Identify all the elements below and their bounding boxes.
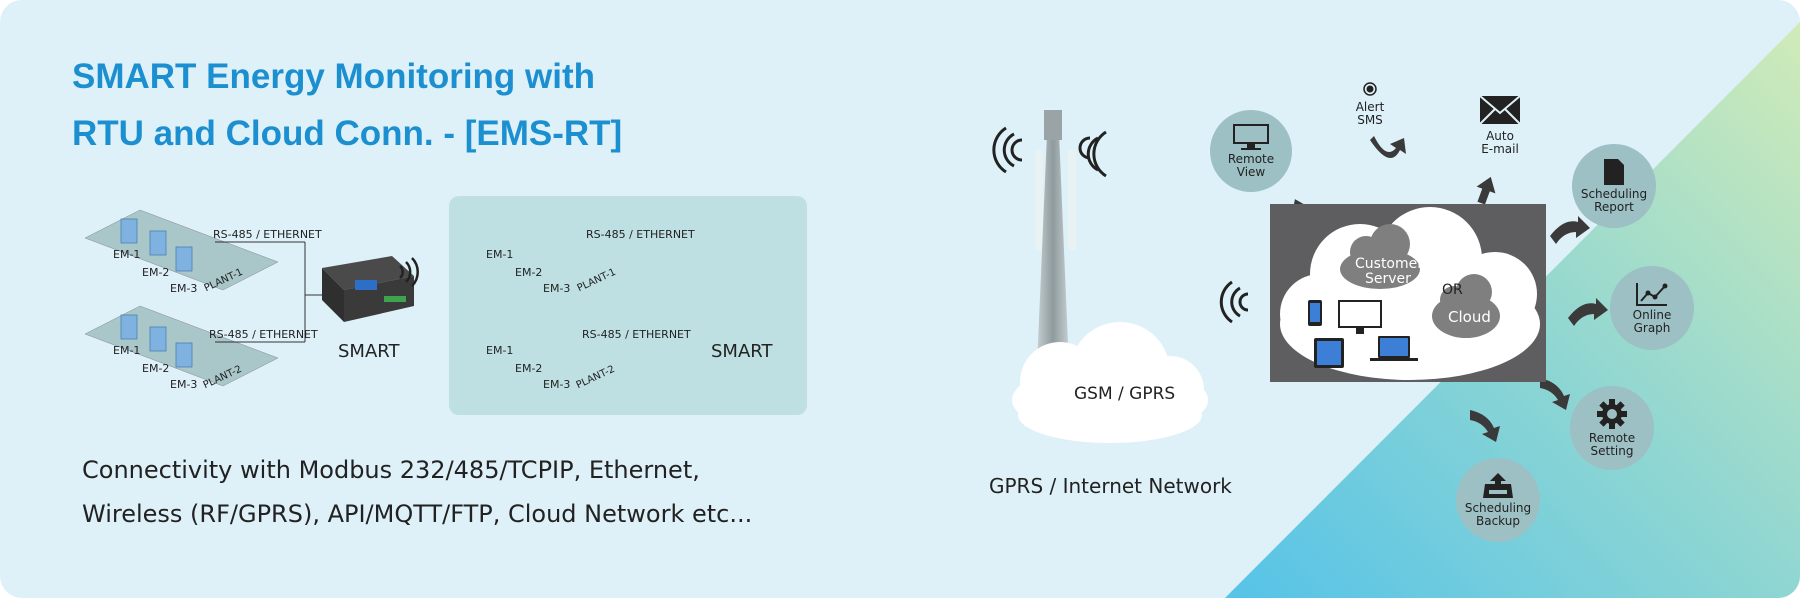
remote-view-node: Remote View (1210, 110, 1292, 192)
link-label: RS-485 / ETHERNET (213, 228, 322, 241)
meter-label: EM-2 (142, 362, 170, 375)
plant-diagram-left (84, 209, 419, 387)
meter-label: EM-1 (486, 248, 514, 261)
backup-icon (1483, 473, 1513, 498)
device-label: SMART (711, 341, 773, 362)
auto-email-line-1: Auto (1486, 129, 1514, 143)
alert-sms: Alert SMS (1340, 82, 1400, 127)
remote-setting-line-1: Remote (1588, 431, 1636, 445)
or-label: OR (1442, 282, 1463, 298)
description-line-1: Connectivity with Modbus 232/485/TCPIP, … (82, 456, 700, 484)
meter-label: EM-2 (515, 362, 543, 375)
link-label: RS-485 / ETHERNET (586, 228, 695, 241)
meter-label: EM-1 (113, 248, 141, 261)
remote-view-line-1: Remote (1227, 152, 1275, 166)
link-label: RS-485 / ETHERNET (209, 328, 318, 341)
document-icon (1604, 159, 1624, 185)
cloud-box: Customer Server OR Cloud (1270, 204, 1546, 382)
remote-setting-line-2: Setting (1590, 444, 1634, 458)
auto-email-line-2: E-mail (1481, 142, 1519, 156)
page-title: SMART Energy Monitoring with RTU and Clo… (72, 48, 622, 162)
alert-sms-line-1: Alert (1355, 100, 1385, 114)
meter-label: EM-3 (543, 378, 571, 391)
cloud-box-graphics (1280, 207, 1540, 380)
network-caption: GPRS / Internet Network (989, 474, 1232, 498)
meter-label: EM-1 (486, 344, 514, 357)
scheduling-report-node: Scheduling Report (1572, 144, 1656, 228)
gsm-cloud (1012, 322, 1208, 443)
meter-label: EM-3 (170, 282, 198, 295)
online-graph-line-1: Online (1632, 308, 1672, 322)
title-line-1: SMART Energy Monitoring with (72, 57, 596, 96)
monitor-icon (1233, 124, 1269, 150)
link-label: RS-485 / ETHERNET (582, 328, 691, 341)
online-graph-node: Online Graph (1610, 266, 1694, 350)
description-line-2: Wireless (RF/GPRS), API/MQTT/FTP, Cloud … (82, 500, 753, 528)
dot-icon (1363, 82, 1377, 96)
gear-icon (1597, 399, 1627, 429)
online-graph-line-2: Graph (1633, 321, 1671, 335)
cloud-label: Cloud (1448, 308, 1491, 326)
alert-sms-line-2: SMS (1357, 113, 1383, 127)
tower (992, 110, 1107, 390)
scheduling-backup-line-1: Scheduling (1464, 501, 1532, 515)
remote-setting-node: Remote Setting (1570, 386, 1654, 470)
scheduling-report-line-1: Scheduling (1580, 187, 1648, 201)
scheduling-backup-line-2: Backup (1476, 514, 1520, 528)
meter-label: EM-2 (515, 266, 543, 279)
server-label-1: Customer (1355, 256, 1424, 272)
auto-email: Auto E-mail (1470, 95, 1530, 156)
title-line-2: RTU and Cloud Conn. - [EMS-RT] (72, 114, 623, 153)
remote-view-line-2: View (1236, 165, 1266, 179)
plant-panel-highlight (449, 196, 807, 415)
device-label: SMART (338, 341, 400, 362)
devices-icon (1308, 300, 1418, 368)
envelope-icon (1479, 95, 1521, 125)
meter-label: EM-2 (142, 266, 170, 279)
meter-label: EM-1 (113, 344, 141, 357)
description: Connectivity with Modbus 232/485/TCPIP, … (82, 448, 752, 536)
meter-label: EM-3 (543, 282, 571, 295)
server-label-2: Server (1365, 271, 1411, 287)
scheduling-backup-node: Scheduling Backup (1456, 458, 1540, 542)
scheduling-report-line-2: Report (1594, 200, 1634, 214)
gsm-cloud-label: GSM / GPRS (1074, 384, 1176, 404)
graph-icon (1636, 283, 1668, 306)
meter-label: EM-3 (170, 378, 198, 391)
